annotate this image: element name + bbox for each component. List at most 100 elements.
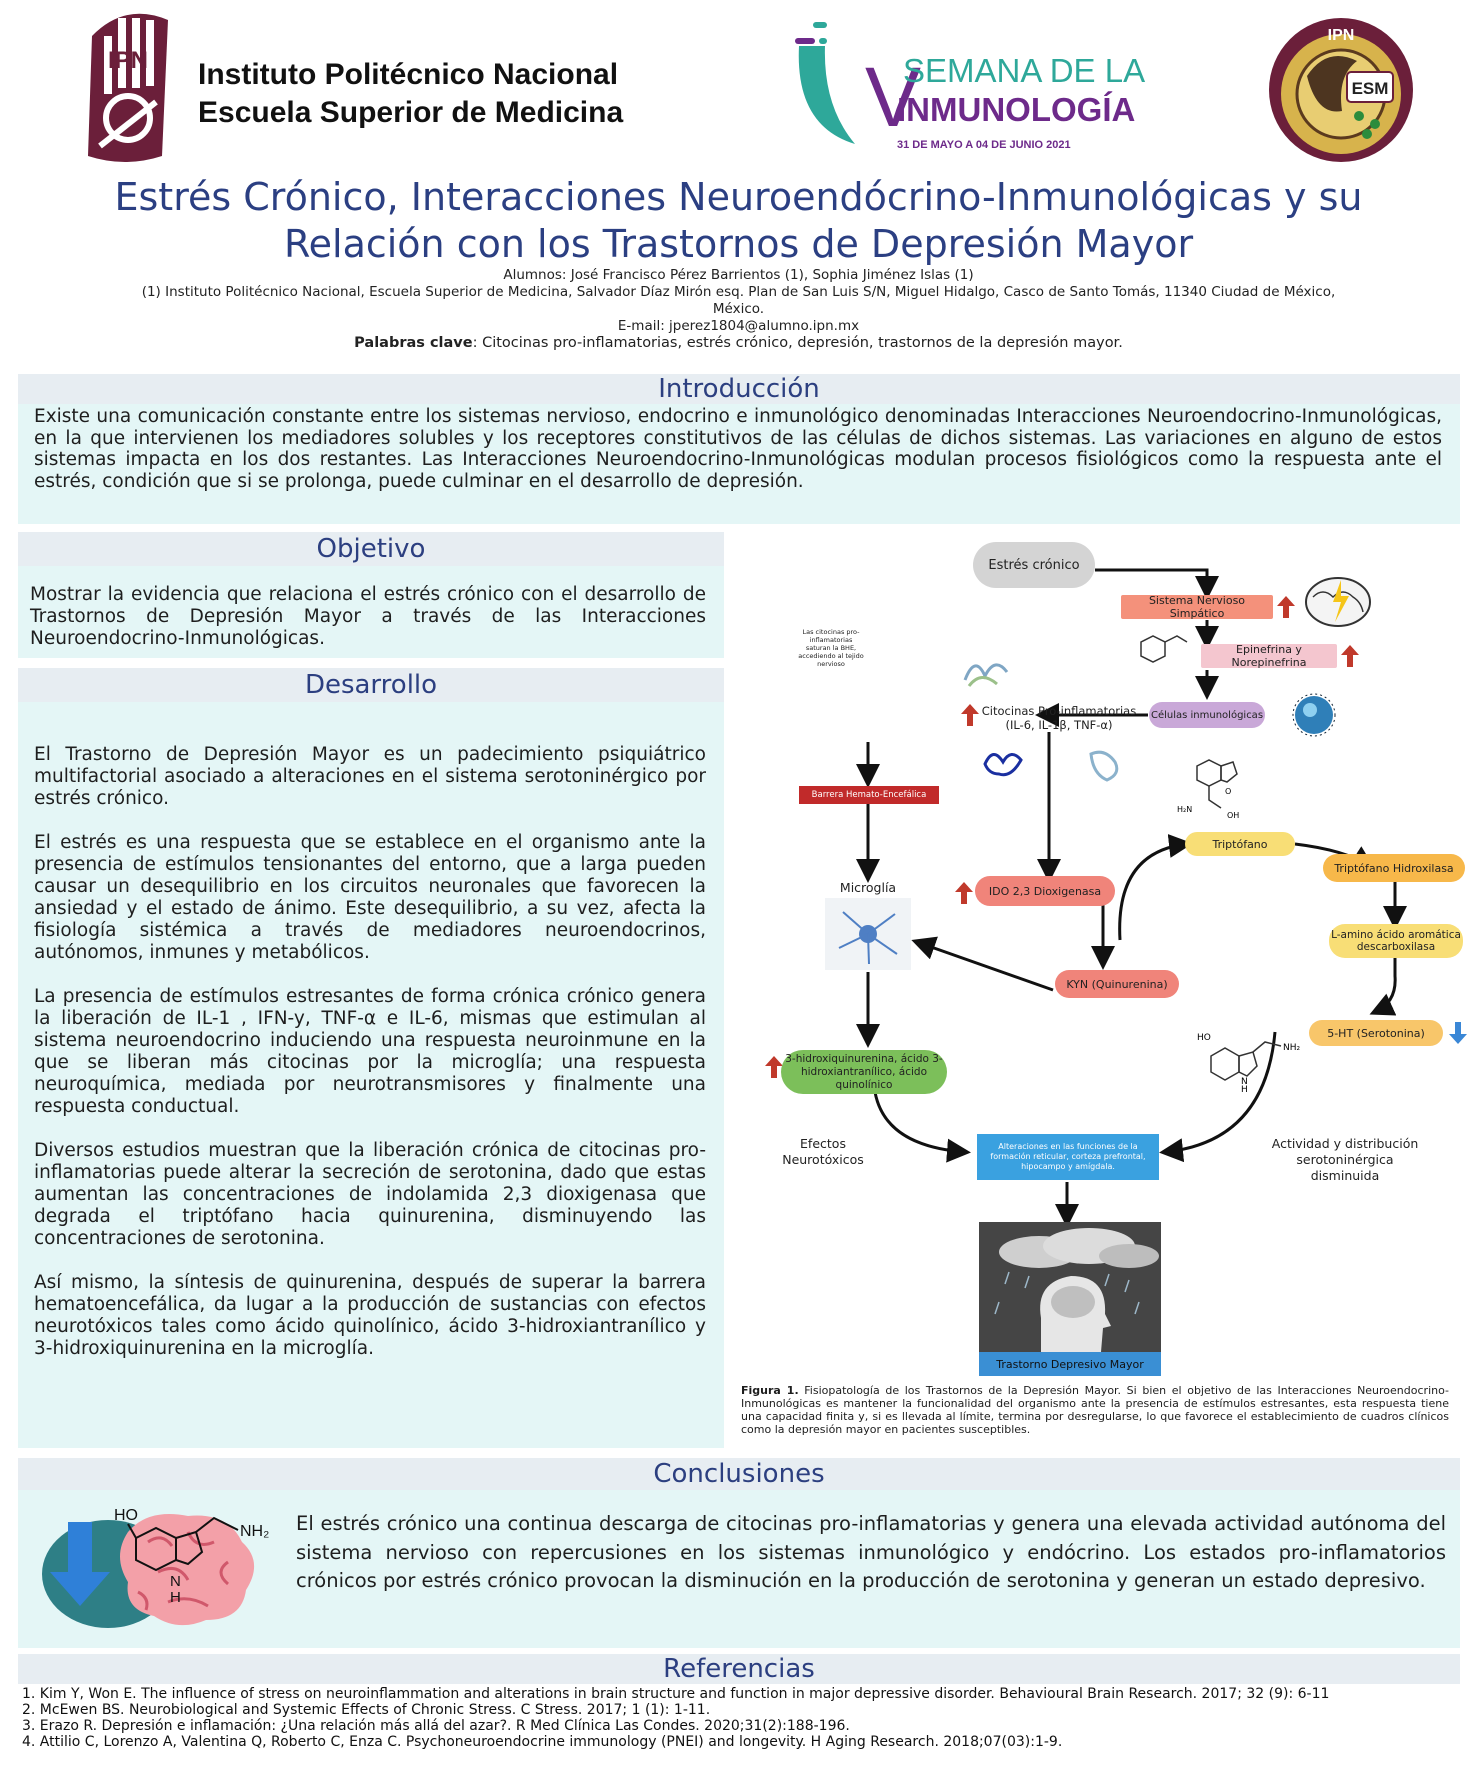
figure-caption-label: Figura 1. xyxy=(741,1384,799,1397)
svg-text:31 DE MAYO A 04 DE JUNIO 2021: 31 DE MAYO A 04 DE JUNIO 2021 xyxy=(897,139,1071,151)
svg-text:IPN: IPN xyxy=(108,47,148,74)
node-epinefrina: Epinefrina y Norepinefrina xyxy=(1201,643,1337,669)
referencias-list: 1. Kim Y, Won E. The influence of stress… xyxy=(18,1684,1460,1750)
authors-email: E-mail: jperez1804@alumno.ipn.mx xyxy=(617,318,860,334)
authors-block: Alumnos: José Francisco Pérez Barrientos… xyxy=(120,267,1357,352)
objetivo-heading: Objetivo xyxy=(18,532,724,566)
conclusiones-text: El estrés crónico una continua descarga … xyxy=(296,1512,1446,1592)
svg-text:H₂N: H₂N xyxy=(1177,805,1192,814)
reference-item: 3. Erazo R. Depresión e inflamación: ¿Un… xyxy=(22,1718,850,1734)
cytokine-structure-icon xyxy=(981,744,1025,784)
figure-connectors xyxy=(856,568,1407,1228)
conclusiones-section: Conclusiones HO NH₂ N H El estrés crónic… xyxy=(18,1458,1460,1648)
desarrollo-paragraphs: El Trastorno de Depresión Mayor es un pa… xyxy=(18,702,724,1360)
svg-text:OH: OH xyxy=(1227,811,1239,820)
actividad-line-3: disminuida xyxy=(1310,1168,1380,1183)
efectos-line-1: Efectos xyxy=(800,1136,846,1151)
protein-structure-icon xyxy=(961,650,1011,696)
svg-text:HO: HO xyxy=(1197,1033,1211,1043)
microglia-cell-icon xyxy=(825,898,911,970)
up-arrow-icon xyxy=(1341,645,1359,671)
svg-text:IPN: IPN xyxy=(1328,27,1355,44)
introduccion-text: Existe una comunicación constante entre … xyxy=(34,406,1442,492)
depression-illustration: Trastorno Depresivo Mayor xyxy=(979,1222,1161,1376)
desarrollo-paragraph: Diversos estudios muestran que la libera… xyxy=(34,1140,706,1249)
conclusiones-heading: Conclusiones xyxy=(18,1458,1460,1490)
svg-text:H: H xyxy=(1241,1085,1248,1095)
event-logo-graphic: V SEMANA DE LA INMUNOLOGÍA 31 DE MAYO A … xyxy=(795,22,1145,151)
institute-name: Instituto Politécnico Nacional Escuela S… xyxy=(198,56,623,132)
node-alteraciones: Alteraciones en las funciones de la form… xyxy=(977,1134,1159,1180)
node-l-amino-descarboxilasa: L-amino ácido aromática descarboxilasa xyxy=(1329,924,1463,958)
brain-serotonin-illustration: HO NH₂ N H xyxy=(28,1502,288,1632)
svg-text:V: V xyxy=(865,50,921,144)
node-estres-cronico: Estrés crónico xyxy=(973,542,1095,588)
citocinas-line-2: (IL-6, IL-1β, TNF-α) xyxy=(1005,718,1113,732)
up-arrow-icon xyxy=(1277,596,1295,622)
actividad-line-1: Actividad y distribución xyxy=(1271,1136,1419,1151)
tryptophan-molecule-icon: H₂N OH O xyxy=(1175,752,1265,826)
svg-text:O: O xyxy=(1225,787,1231,796)
referencias-heading: Referencias xyxy=(18,1654,1460,1684)
introduccion-heading: Introducción xyxy=(18,374,1460,404)
keywords-label: Palabras clave xyxy=(354,335,473,351)
node-ido-dioxigenasa: IDO 2,3 Dioxigenasa xyxy=(975,876,1115,906)
title-line-1: Estrés Crónico, Interacciones Neuroendóc… xyxy=(114,175,1363,219)
figure-caption: Figura 1. Fisiopatología de los Trastorn… xyxy=(741,1384,1449,1436)
svg-text:ESM: ESM xyxy=(1352,79,1389,98)
up-arrow-icon xyxy=(955,882,973,908)
citocinas-line-1: Citocinas Pro-inflamatorias xyxy=(981,704,1137,718)
brain-lightning-icon xyxy=(1303,572,1373,636)
svg-text:NH₂: NH₂ xyxy=(1283,1043,1301,1053)
node-sistema-nervioso-simpatico: Sistema Nervioso Simpático xyxy=(1121,594,1273,620)
authors-students: Alumnos: José Francisco Pérez Barrientos… xyxy=(503,267,974,283)
institute-line-1: Instituto Politécnico Nacional xyxy=(198,58,619,91)
brain-serotonin-icon: HO NH₂ N H xyxy=(42,1507,269,1628)
up-arrow-icon xyxy=(765,1056,783,1082)
node-triptofano: Triptófano xyxy=(1185,832,1295,856)
node-serotonina: 5-HT (Serotonina) xyxy=(1309,1020,1443,1046)
reference-item: 2. McEwen BS. Neurobiological and System… xyxy=(22,1702,711,1718)
objetivo-section: Objetivo Mostrar la evidencia que relaci… xyxy=(18,532,724,658)
figure-1: Estrés crónico Sistema Nervioso Simpátic… xyxy=(735,532,1467,1442)
keywords-text: : Citocinas pro-inflamatorias, estrés cr… xyxy=(472,335,1123,351)
svg-text:HO: HO xyxy=(114,1507,138,1524)
esm-seal: ESM IPN xyxy=(1267,16,1415,164)
objetivo-text: Mostrar la evidencia que relaciona el es… xyxy=(30,584,706,649)
figure-caption-text: Fisiopatología de los Trastornos de la D… xyxy=(741,1384,1449,1436)
node-citocinas: Citocinas Pro-inflamatorias (IL-6, IL-1β… xyxy=(979,704,1139,732)
actividad-line-2: serotoninérgica xyxy=(1296,1152,1394,1167)
reference-item: 4. Attilio C, Lorenzo A, Valentina Q, Ro… xyxy=(22,1734,1063,1750)
svg-text:H: H xyxy=(170,1589,181,1606)
institute-line-2: Escuela Superior de Medicina xyxy=(198,96,624,129)
svg-text:NH₂: NH₂ xyxy=(240,1523,269,1540)
efectos-neurotoxicos-label: Efectos Neurotóxicos xyxy=(773,1136,873,1168)
esm-seal-icon: ESM IPN xyxy=(1269,18,1413,162)
desarrollo-paragraph: La presencia de estímulos estresantes de… xyxy=(34,986,706,1117)
node-metabolitos-neurotoxicos: 3-hidroxiquinurenina, ácido 3-hidroxiant… xyxy=(781,1050,947,1094)
desarrollo-paragraph: El estrés es una respuesta que se establ… xyxy=(34,832,706,963)
title-line-2: Relación con los Trastornos de Depresión… xyxy=(283,222,1194,266)
desarrollo-heading: Desarrollo xyxy=(18,668,724,702)
cytokine-structure-icon xyxy=(1085,744,1125,788)
desarrollo-paragraph: Así mismo, la síntesis de quinurenina, d… xyxy=(34,1272,706,1359)
svg-text:N: N xyxy=(170,1573,181,1590)
node-celulas-inmunologicas: Células inmunológicas xyxy=(1149,702,1265,728)
immune-cell-icon xyxy=(1291,692,1337,742)
svg-text:SEMANA DE LA: SEMANA DE LA xyxy=(903,52,1145,89)
node-barrera-hematoencefalica: Barrera Hemato-Encefálica xyxy=(799,786,939,804)
ipn-logo-icon: IPN xyxy=(88,13,168,163)
svg-text:N: N xyxy=(1241,1077,1248,1087)
epinephrine-molecule-icon xyxy=(1123,632,1193,686)
bhe-note: Las citocinas pro-inflamatorias saturan … xyxy=(798,628,864,668)
node-triptofano-hidroxilasa: Triptófano Hidroxilasa xyxy=(1323,854,1465,882)
node-kyn-quinurenina: KYN (Quinurenina) xyxy=(1055,970,1179,998)
up-arrow-icon xyxy=(961,704,979,730)
event-logo: V SEMANA DE LA INMUNOLOGÍA 31 DE MAYO A … xyxy=(785,16,1165,156)
poster-title: Estrés Crónico, Interacciones Neuroendóc… xyxy=(40,174,1437,268)
desarrollo-section: Desarrollo El Trastorno de Depresión May… xyxy=(18,668,724,1448)
actividad-serotoninergica-label: Actividad y distribución serotoninérgica… xyxy=(1265,1136,1425,1184)
node-trastorno-depresivo: Trastorno Depresivo Mayor xyxy=(979,1352,1161,1376)
microglia-label: Microglía xyxy=(839,880,897,895)
